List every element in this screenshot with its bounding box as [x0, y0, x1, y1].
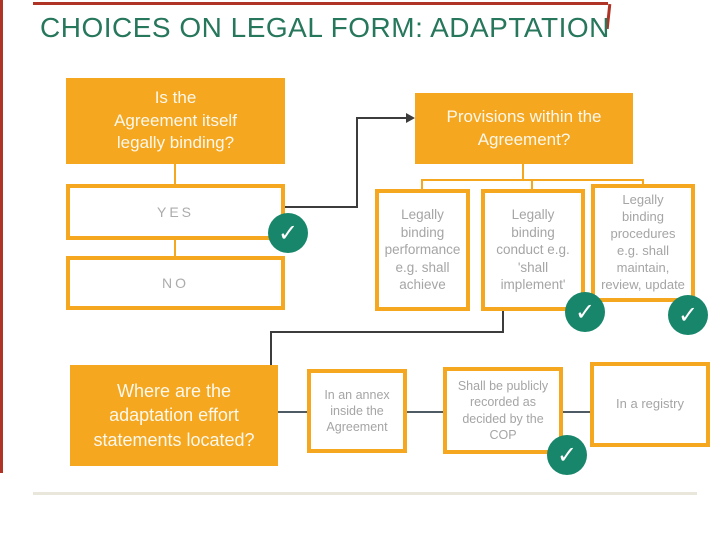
- connector-cop-registry-line: [563, 411, 590, 413]
- frame-red-left-line: [0, 0, 3, 473]
- flow-box-q1-agreement-binding: Is the Agreement itself legally binding?: [66, 78, 285, 164]
- flow-box-registry: In a registry: [590, 362, 710, 447]
- flow-box-annex: In an annex inside the Agreement: [307, 369, 407, 453]
- flow-box-cop: Shall be publicly recorded as decided by…: [443, 367, 563, 454]
- connector-q3-annex-line: [278, 411, 307, 413]
- flow-box-q3-label: Where are the adaptation effort statemen…: [93, 381, 255, 450]
- flow-box-procedures: Legally binding procedures e.g. shall ma…: [591, 184, 695, 302]
- check-glyph: ✓: [677, 301, 699, 329]
- flow-box-yes-label: YES: [156, 203, 194, 220]
- connector-yes-provisions-v: [356, 117, 358, 208]
- connector-yes-provisions-h2: [357, 117, 407, 119]
- connector-conduct-q3-v1: [502, 311, 504, 333]
- flow-box-q3-where-located: Where are the adaptation effort statemen…: [70, 365, 278, 466]
- flow-box-q1-label: Is the Agreement itself legally binding?: [114, 87, 237, 153]
- flow-box-registry-label: In a registry: [616, 396, 684, 412]
- flow-box-no-label: NO: [162, 274, 189, 291]
- connector-annex-cop-line: [407, 411, 443, 413]
- arrowhead-icon: [406, 113, 415, 123]
- check-glyph: ✓: [556, 441, 578, 469]
- connector-q1-yes-line: [174, 164, 176, 185]
- connector-q2-stub: [522, 164, 524, 180]
- flow-box-annex-label: In an annex inside the Agreement: [324, 387, 390, 435]
- flow-box-cop-label: Shall be publicly recorded as decided by…: [457, 379, 549, 442]
- flow-box-procedures-label: Legally binding procedures e.g. shall ma…: [601, 192, 685, 292]
- page-title: CHOICES ON LEGAL FORM: ADAPTATION: [40, 12, 610, 43]
- flow-box-conduct-label: Legally binding conduct e.g. 'shall impl…: [496, 207, 570, 293]
- check-icon-yes: ✓: [268, 213, 308, 253]
- flow-box-q2-label: Provisions within the Agreement?: [446, 106, 602, 149]
- check-glyph: ✓: [574, 298, 596, 326]
- connector-conduct-q3-h: [270, 331, 504, 333]
- connector-stub-procedures: [642, 179, 644, 186]
- connector-conduct-q3-v2: [270, 331, 272, 366]
- flow-box-no: NO: [66, 256, 285, 310]
- check-icon-conduct: ✓: [565, 292, 605, 332]
- connector-stub-performance: [421, 179, 423, 190]
- flow-box-yes: YES: [66, 184, 285, 240]
- connector-yes-no-line: [174, 240, 176, 256]
- frame-red-top-line: [33, 2, 608, 5]
- connector-yes-provisions-h1: [285, 206, 357, 208]
- flow-box-conduct: Legally binding conduct e.g. 'shall impl…: [481, 189, 585, 311]
- flow-box-performance: Legally binding performance e.g. shall a…: [375, 189, 470, 311]
- check-icon-procedures: ✓: [668, 295, 708, 335]
- check-glyph: ✓: [277, 219, 299, 247]
- footer-divider-line: [33, 492, 697, 495]
- check-icon-cop: ✓: [547, 435, 587, 475]
- flow-box-performance-label: Legally binding performance e.g. shall a…: [384, 207, 461, 293]
- connector-stub-conduct: [531, 179, 533, 190]
- flow-box-q2-provisions: Provisions within the Agreement?: [415, 93, 633, 164]
